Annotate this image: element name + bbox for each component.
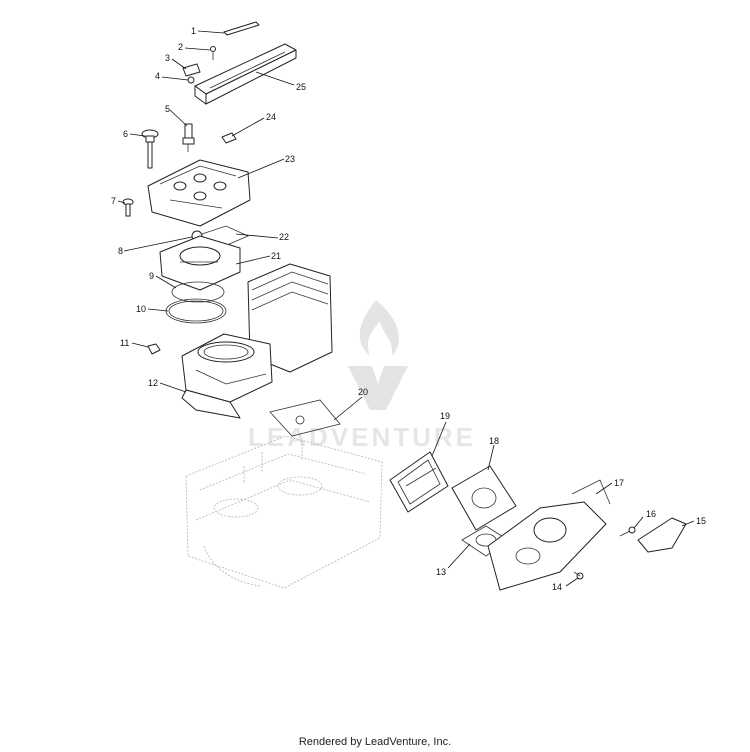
callout-7: 7: [111, 196, 116, 206]
callout-20: 20: [358, 387, 368, 397]
part-23-head-cover: [147, 159, 251, 227]
callout-24: 24: [266, 112, 276, 122]
part-9-o-ring: [171, 281, 225, 303]
part-2-screw: [210, 46, 216, 60]
part-20-base-gasket: [269, 399, 341, 437]
crankcase: [185, 435, 383, 589]
part-12-cylinder: [181, 333, 273, 419]
part-17-intake-manifold: [487, 479, 611, 591]
callout-14: 14: [552, 582, 562, 592]
callout-15: 15: [696, 516, 706, 526]
callout-16: 16: [646, 509, 656, 519]
callout-11: 11: [120, 338, 129, 348]
callout-17: 17: [614, 478, 624, 488]
part-19-reed-valve: [389, 451, 449, 513]
callout-18: 18: [489, 436, 499, 446]
callout-13: 13: [436, 567, 446, 577]
part-5-spark-plug: [182, 123, 195, 152]
callout-12: 12: [148, 378, 158, 388]
part-4-nut: [187, 76, 195, 84]
callout-1: 1: [191, 26, 196, 36]
part-1-shim: [223, 21, 260, 36]
callout-22: 22: [279, 232, 289, 242]
part-25-manifold: [194, 43, 297, 105]
part-6-bolt: [141, 129, 159, 169]
part-11-nut: [147, 343, 161, 355]
callout-4: 4: [155, 71, 160, 81]
watermark-text: LEADVENTURE: [248, 422, 476, 452]
callout-10: 10: [136, 304, 146, 314]
callout-2: 2: [178, 42, 183, 52]
part-14-bolt: [573, 571, 584, 580]
part-3-decal: [182, 63, 201, 77]
footer-credit: Rendered by LeadVenture, Inc.: [298, 736, 452, 748]
callout-21: 21: [271, 251, 281, 261]
part-10-o-ring: [165, 298, 227, 324]
callout-labels: 1 2 3 4 5 6 7 8 9 10 11 12 13 14 15 16 1…: [111, 26, 706, 592]
part-18-spacer: [451, 465, 517, 531]
callout-6: 6: [123, 129, 128, 139]
part-15-bracket: [637, 517, 687, 553]
callout-9: 9: [149, 271, 154, 281]
leader-lines: [117, 30, 695, 587]
part-16-screw: [619, 526, 636, 537]
callout-23: 23: [285, 154, 295, 164]
callout-8: 8: [118, 246, 123, 256]
callout-25: 25: [296, 82, 306, 92]
callout-19: 19: [440, 411, 450, 421]
part-21-cylinder-head: [159, 235, 241, 291]
part-7-bolt: [122, 198, 134, 217]
callout-3: 3: [165, 53, 170, 63]
callout-5: 5: [165, 104, 170, 114]
